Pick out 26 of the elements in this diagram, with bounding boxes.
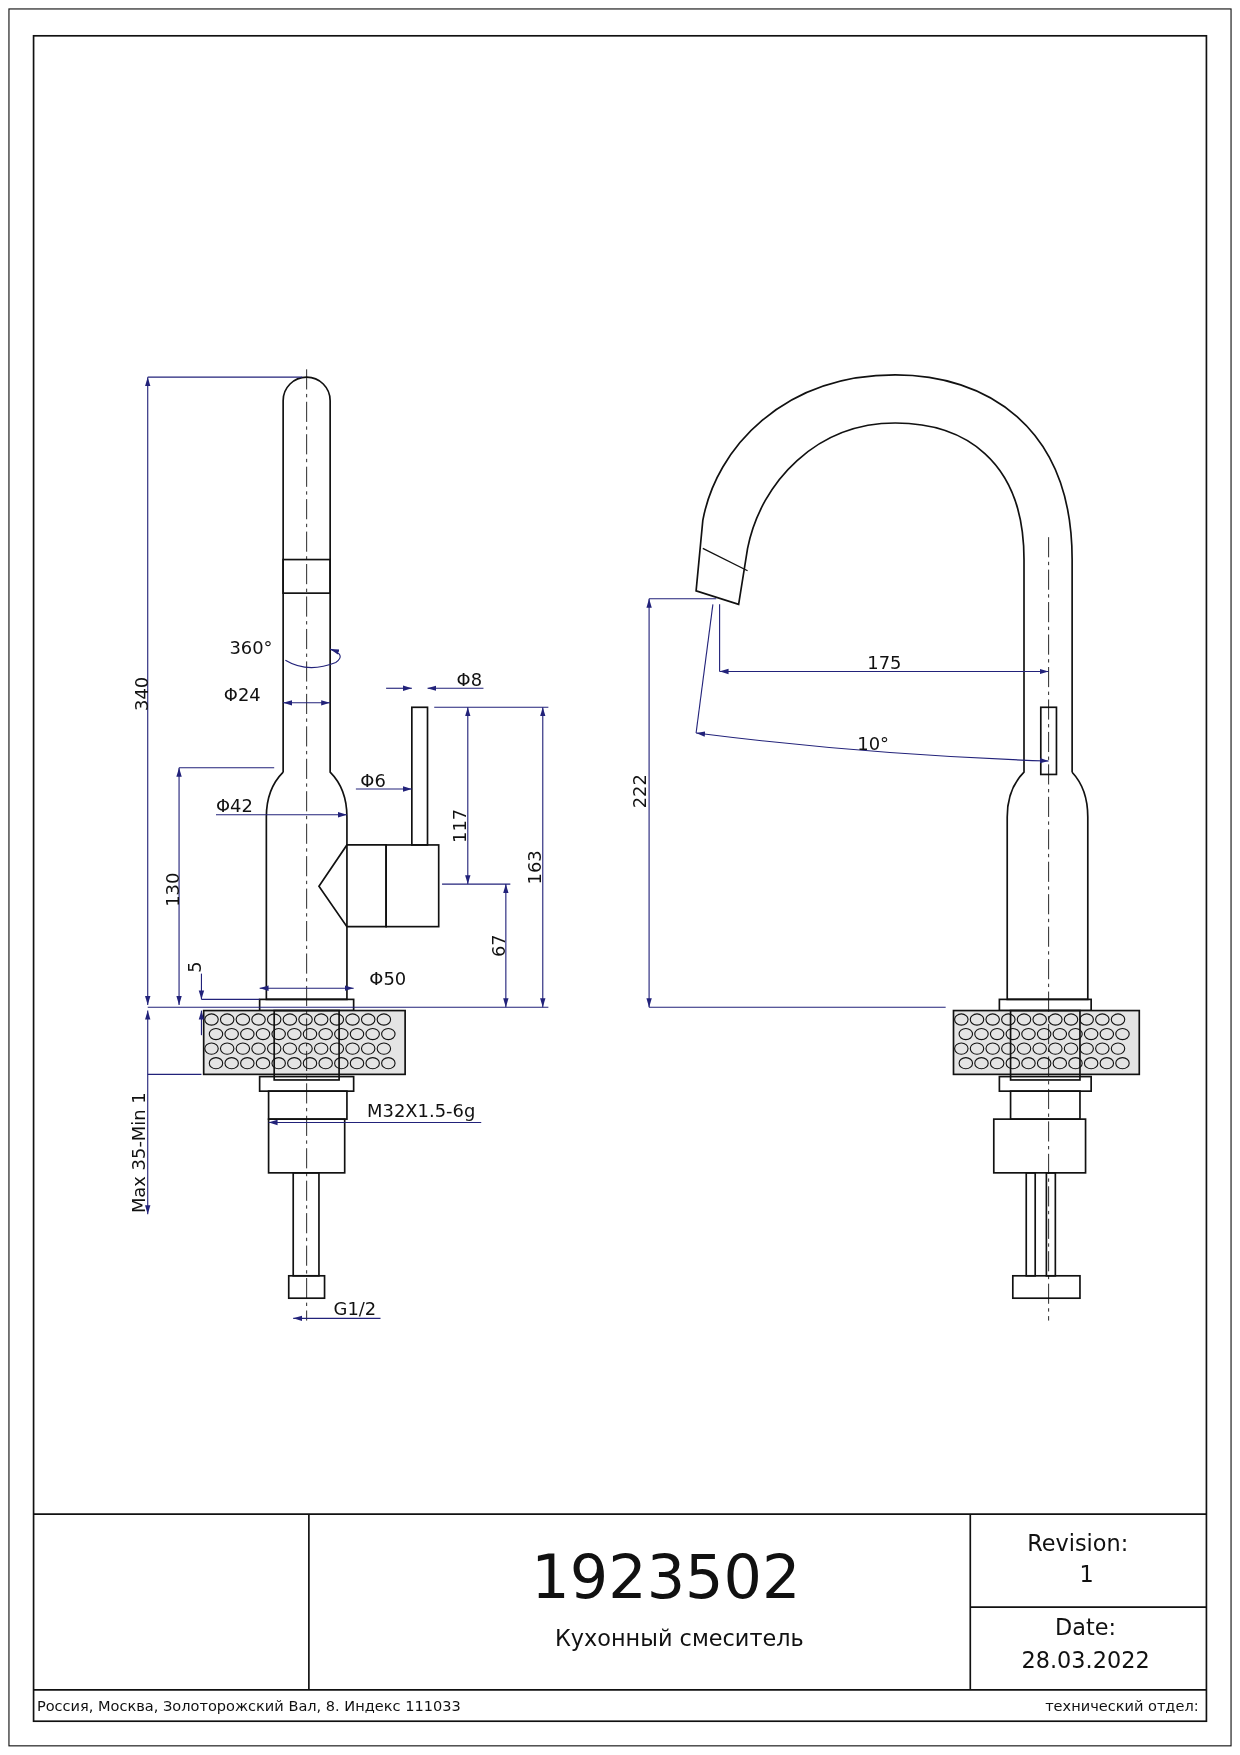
dimension-label: Φ6 bbox=[360, 772, 386, 791]
dimension-label: 10° bbox=[857, 735, 889, 754]
product-title: Кухонный смеситель bbox=[554, 1627, 804, 1650]
date-value: 28.03.2022 bbox=[1021, 1648, 1150, 1671]
dimension-label: Φ8 bbox=[456, 671, 483, 690]
dimension-label: Φ24 bbox=[223, 686, 261, 704]
dimension-label: Max 35-Min 1 bbox=[130, 1092, 149, 1214]
dimension-label: 163 bbox=[526, 850, 544, 885]
dimension-label: 5 bbox=[186, 961, 205, 973]
drawing-number: 1923502 bbox=[531, 1547, 801, 1609]
date-label: Date: bbox=[1055, 1616, 1117, 1639]
dimension-label: Φ50 bbox=[369, 970, 407, 989]
dimension-label: 130 bbox=[164, 872, 183, 907]
department-text: технический отдел: bbox=[1045, 1698, 1199, 1714]
dimension-label: 67 bbox=[490, 934, 509, 958]
address-text: Россия, Москва, Золоторожский Вал, 8. Индекс 111033 bbox=[36, 1698, 461, 1714]
dimension-label: 117 bbox=[451, 808, 469, 843]
dimension-label: 175 bbox=[867, 654, 902, 673]
dimension-label: 340 bbox=[133, 676, 152, 711]
dimension-label: M32X1.5-6g bbox=[367, 1102, 476, 1121]
revision-label: Revision: bbox=[1027, 1532, 1129, 1555]
dimension-label: 222 bbox=[631, 774, 650, 809]
dimension-label: 360° bbox=[229, 639, 273, 657]
dimension-label: G1/2 bbox=[333, 1300, 377, 1319]
revision-value: 1 bbox=[1079, 1563, 1094, 1586]
dimension-label: Φ42 bbox=[216, 797, 253, 816]
